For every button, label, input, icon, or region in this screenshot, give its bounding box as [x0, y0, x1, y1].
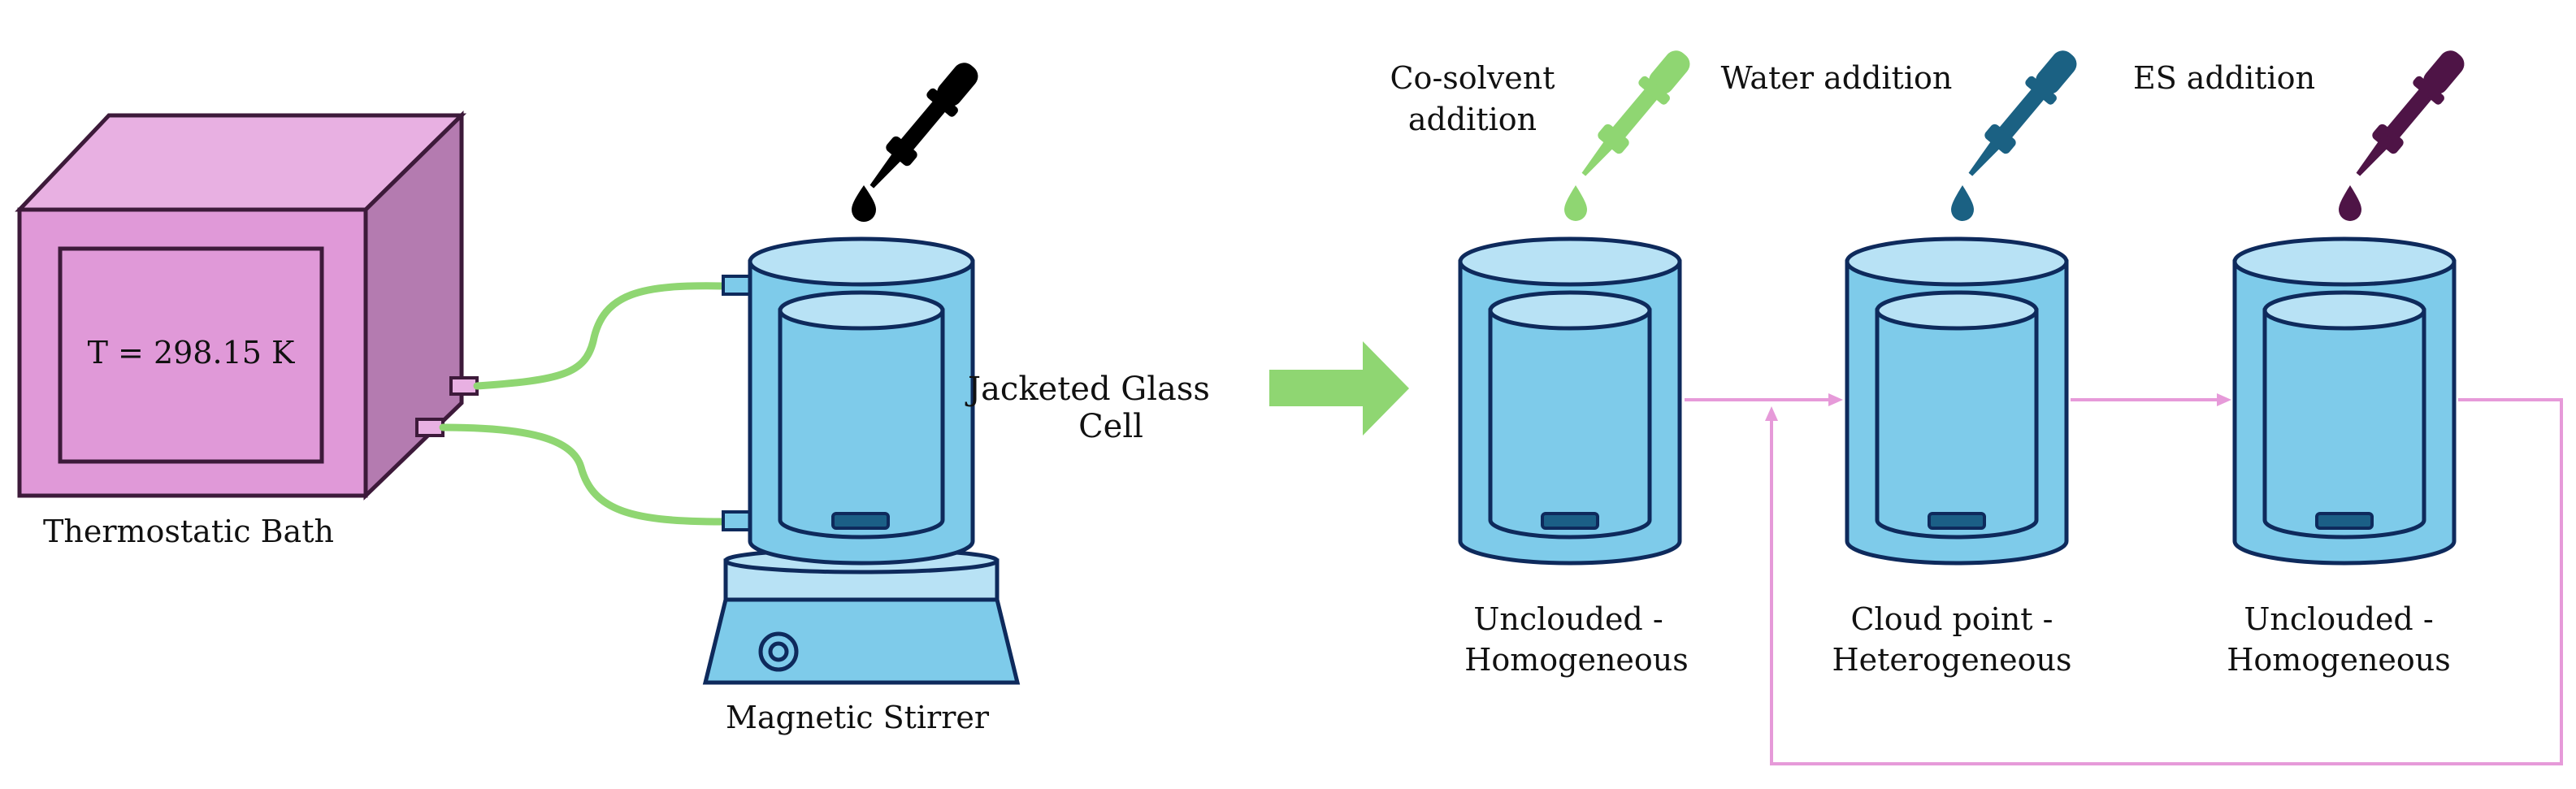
cell-inner-wall — [778, 308, 945, 540]
main-dropper-icon — [870, 63, 978, 189]
step-1-state-line2: Homogeneous — [1464, 642, 1689, 678]
dropper-flange — [1638, 76, 1670, 105]
step-3-dropper-icon — [2356, 50, 2465, 176]
step-3-stir-bar — [2315, 512, 2374, 530]
dropper-barrel — [1610, 83, 1662, 141]
bath-caption: Thermostatic Bath — [43, 514, 334, 549]
bath-outlet-upper — [449, 376, 479, 396]
step-1-dropper-icon — [1581, 50, 1690, 176]
step-3-vessel — [2232, 236, 2457, 566]
step-3-state-line1: Unclouded - — [2244, 601, 2433, 637]
step-2-state-line2: Heterogeneous — [1832, 642, 2071, 678]
dropper-tip — [1581, 132, 1620, 176]
dropper-bulb — [2036, 50, 2077, 94]
step-2-dropper-icon — [1968, 50, 2077, 176]
hose-lower — [439, 423, 727, 526]
step-1-stir-bar — [1541, 512, 1599, 530]
step-1-inner-wall — [1488, 308, 1652, 540]
stirrer-caption: Magnetic Stirrer — [726, 700, 990, 735]
step-2-state-line1: Cloud point - — [1850, 601, 2053, 637]
dropper-bulb — [1649, 50, 1690, 94]
cell-inner-top — [778, 290, 945, 331]
step-3-state-line2: Homogeneous — [2227, 642, 2451, 678]
step-labels: Co-solvent addition Water addition ES ad… — [1390, 60, 2450, 678]
dropper-tip — [2356, 132, 2395, 176]
step-1-inner-top — [1488, 290, 1652, 331]
step-3-jacket-top — [2232, 236, 2457, 287]
step-2-vessel — [1845, 236, 2069, 566]
circulation-hoses — [439, 282, 727, 526]
step-1-jacket-top — [1458, 236, 1682, 287]
flow-return-loop — [1770, 398, 2563, 765]
main-jacketed-cell — [722, 236, 975, 566]
step-1-state-line1: Unclouded - — [1473, 601, 1663, 637]
magnetic-stirrer — [702, 547, 1021, 685]
step-1-drop-icon — [1564, 185, 1587, 221]
step-2-inner-top — [1875, 290, 2039, 331]
step-3-inner-top — [2262, 290, 2426, 331]
stirrer-body — [702, 597, 1021, 685]
step-2-stir-bar — [1928, 512, 1986, 530]
bath-outlet-lower — [415, 418, 445, 437]
step-2-jacket-top — [1845, 236, 2069, 287]
step-1-addition-line1: Co-solvent — [1390, 60, 1555, 96]
step-2-addition-line1: Water addition — [1721, 60, 1953, 96]
step-3-inner-wall — [2262, 308, 2426, 540]
step-3-addition-line1: ES addition — [2133, 60, 2315, 96]
cell-caption-line2: Cell — [1078, 408, 1143, 445]
flow-lines — [1685, 393, 2563, 765]
dropper-flange — [2025, 76, 2057, 105]
dropper-barrel — [1997, 83, 2049, 141]
bath-temperature-label: T = 298.15 K — [88, 335, 295, 371]
thermostatic-bath: T = 298.15 K — [15, 111, 479, 501]
dropper-tip — [1968, 132, 2007, 176]
dropper-bulb — [2423, 50, 2465, 94]
flow-arrowhead-2-to-3 — [2217, 393, 2231, 406]
stirrer-knob-inner — [768, 641, 789, 662]
step-1-vessel — [1458, 236, 1682, 566]
jacket-outer-top — [748, 236, 975, 287]
hose-upper — [473, 282, 727, 390]
cell-caption-line1: Jacketed Glass — [965, 371, 1210, 408]
step-1-addition-line2: addition — [1408, 102, 1537, 137]
dropper-barrel — [2384, 83, 2436, 141]
jacket-port-upper — [722, 275, 753, 296]
flow-arrowhead-1-to-2 — [1828, 393, 1843, 406]
jacket-port-lower — [722, 510, 753, 531]
step-2-drop-icon — [1951, 185, 1974, 221]
step-2-inner-wall — [1875, 308, 2039, 540]
bath-display-panel — [58, 246, 324, 464]
addition-steps — [1458, 50, 2465, 566]
step-3-drop-icon — [2339, 185, 2361, 221]
flow-return-arrowhead — [1765, 406, 1778, 421]
dropper-flange — [2413, 76, 2444, 105]
main-drop-icon — [852, 185, 876, 222]
process-arrow — [1269, 341, 1409, 436]
stir-bar — [831, 512, 890, 530]
